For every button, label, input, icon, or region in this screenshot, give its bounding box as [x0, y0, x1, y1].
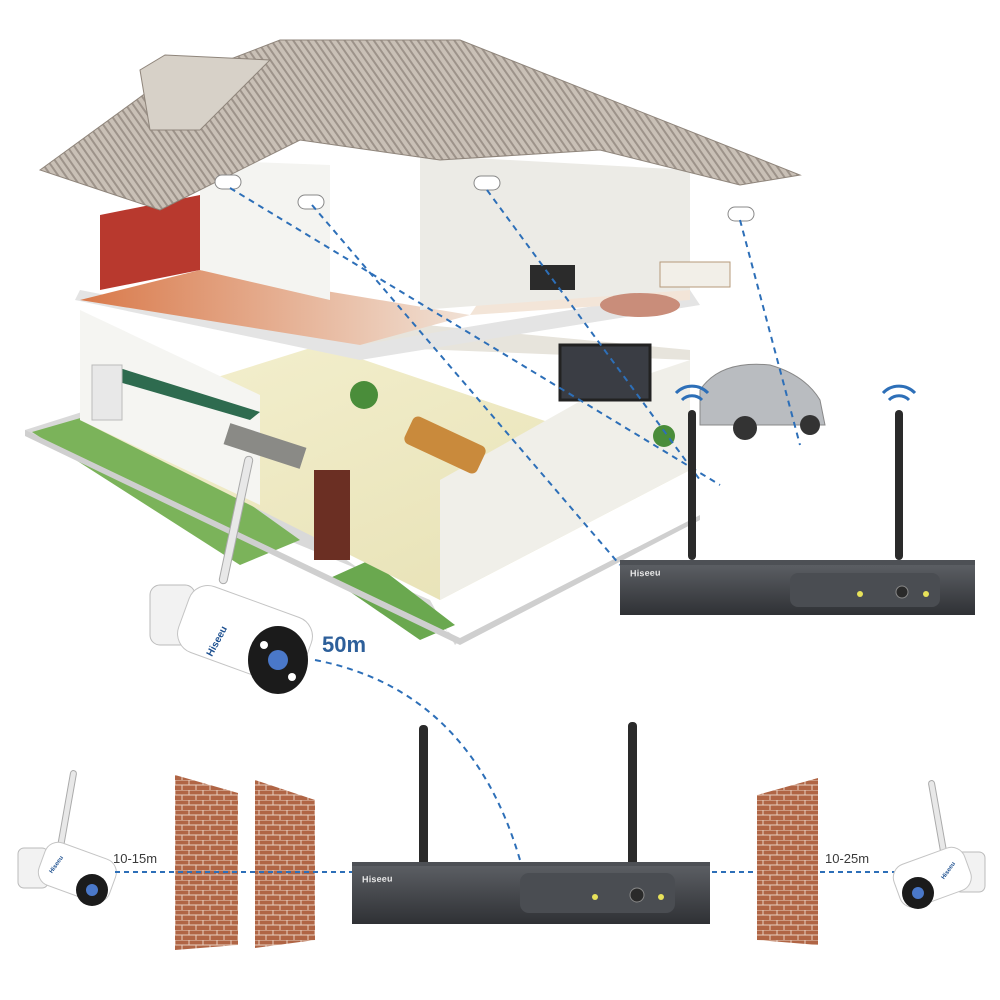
upper-floor — [80, 270, 470, 345]
status-led — [923, 591, 929, 597]
lens — [268, 650, 288, 670]
tv-upper — [530, 265, 575, 290]
signal-arc — [314, 659, 521, 861]
camera-body — [892, 846, 972, 908]
status-led — [658, 894, 664, 900]
house-cutaway — [25, 39, 826, 645]
power-button — [895, 585, 909, 599]
wifi-icon — [674, 384, 917, 402]
nvr-front-panel — [790, 573, 940, 607]
bullet-camera-left — [17, 770, 117, 906]
brick-wall — [757, 778, 818, 945]
antenna-right — [895, 410, 903, 560]
upper-right-wall — [420, 155, 690, 310]
brick-wall — [175, 775, 238, 950]
status-led — [592, 894, 598, 900]
two-walls-range-label: 10-15m — [113, 851, 158, 866]
nvr-bottom-brand-logo: Hiseeu — [362, 873, 393, 885]
upper-left-wall — [100, 195, 200, 290]
middle-floor-slab — [75, 290, 700, 360]
sofa — [404, 416, 486, 474]
power-button — [629, 887, 645, 903]
bed — [659, 261, 731, 288]
front-wall — [440, 360, 690, 600]
one-wall-range-label: 10-25m — [825, 851, 870, 866]
kitchen-counter — [95, 365, 260, 420]
car — [699, 363, 826, 440]
brick-wall-right — [757, 778, 818, 945]
tv-living — [558, 343, 652, 402]
plant-2 — [653, 425, 675, 447]
ir-led — [260, 641, 268, 649]
roof-dormer — [139, 54, 272, 131]
brick-wall — [255, 780, 315, 948]
dining-table — [223, 423, 307, 469]
antenna-left — [419, 725, 428, 875]
upper-mid-wall — [200, 160, 330, 300]
status-led — [857, 591, 863, 597]
nvr-recorder-bottom — [352, 722, 710, 924]
antenna-left — [688, 410, 696, 560]
fridge — [91, 364, 123, 421]
nvr-top-brand-logo: Hiseeu — [630, 567, 661, 579]
lawn-green-front — [330, 560, 455, 640]
bullet-camera-right — [892, 780, 986, 909]
round-rug — [600, 293, 680, 317]
camera-antenna — [57, 770, 77, 850]
camera-antenna — [218, 455, 254, 585]
antenna-right — [628, 722, 637, 872]
brick-walls-left — [175, 775, 315, 950]
camera-antenna — [928, 780, 948, 860]
house-cameras — [214, 174, 755, 222]
nvr-recorder-top — [620, 384, 975, 615]
bullet-camera-main — [149, 455, 313, 694]
front-door — [314, 470, 350, 560]
wireless-range-label: 50m — [322, 632, 367, 657]
ir-led — [288, 673, 296, 681]
signal-lines — [229, 187, 801, 566]
plant — [350, 381, 378, 409]
ground-left-wall — [80, 310, 260, 505]
nvr-front-panel — [520, 873, 675, 913]
